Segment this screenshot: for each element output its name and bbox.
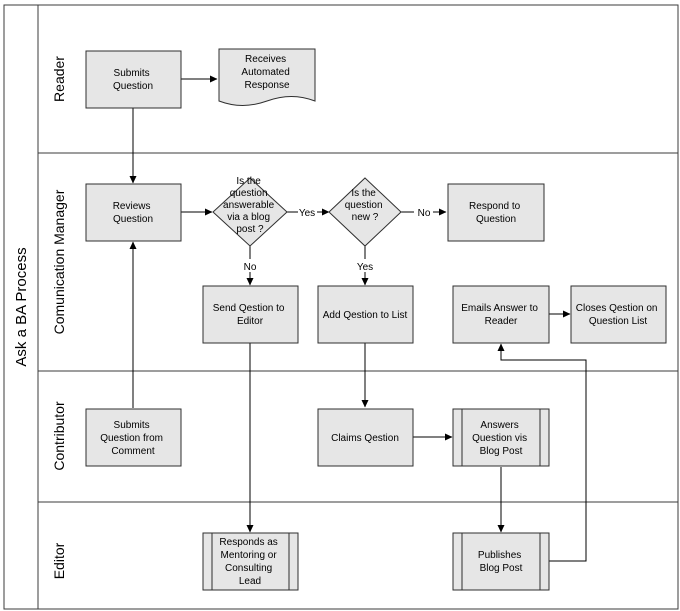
- label-line: Consulting: [225, 563, 272, 574]
- label-reviews-question: Reviews Question: [113, 201, 154, 225]
- swimlane-frame: [3, 4, 679, 610]
- label-line: answerable: [223, 200, 275, 211]
- label-line: Automated: [241, 67, 289, 78]
- node-submits-question: [85, 50, 182, 109]
- label-line: Reader: [485, 316, 518, 327]
- label-answers-question: Answers Question vis Blog Post: [472, 420, 530, 457]
- label-line: new ?: [352, 212, 379, 223]
- label-line: Reviews: [113, 201, 151, 212]
- lane-title-editor: Editor: [51, 542, 67, 579]
- pool-title: Ask a BA Process: [13, 247, 30, 366]
- node-decision-new: [328, 177, 402, 247]
- label-line: question: [230, 188, 268, 199]
- lane-title-contributor: Contributor: [51, 401, 67, 471]
- node-answers-question: [452, 408, 550, 467]
- edge-label-new-yes: Yes: [357, 262, 373, 273]
- edge-label-answerable-no: No: [244, 262, 257, 273]
- label-add-question-to-list: Add Qestion to List: [323, 310, 408, 321]
- label-line: Emails Answer to: [461, 303, 538, 314]
- label-line: Editor: [237, 316, 264, 327]
- label-line: Send Qestion to: [213, 303, 285, 314]
- edge-publishes-to-emails: [497, 343, 587, 562]
- label-decision-new: Is the question new ?: [345, 188, 386, 223]
- node-respond-to-question: [447, 183, 545, 242]
- label-respond-to-question: Respond to Question: [469, 201, 523, 225]
- edge-label-answerable-yes: Yes: [299, 208, 315, 219]
- node-send-question-to-editor: [202, 285, 299, 344]
- label-line: Responds as: [219, 537, 277, 548]
- label-line: Is the: [236, 176, 261, 187]
- label-receives-response: Receives Automated Response: [241, 54, 292, 91]
- label-line: Lead: [239, 576, 261, 587]
- node-reviews-question: [85, 183, 182, 242]
- lane-title-reader: Reader: [51, 56, 67, 102]
- label-line: Publishes: [478, 550, 521, 561]
- label-claims-question: Claims Qestion: [331, 433, 399, 444]
- label-line: question: [345, 200, 383, 211]
- label-line: Submits: [114, 68, 150, 79]
- label-line: Question List: [589, 316, 648, 327]
- label-line: Mentoring or: [221, 550, 278, 561]
- label-publishes-blog-post: Publishes Blog Post: [478, 550, 524, 574]
- label-submits-question: Submits Question: [113, 68, 153, 92]
- label-line: Blog Post: [480, 446, 523, 457]
- node-submits-from-comment: [85, 408, 182, 467]
- label-send-question-to-editor: Send Qestion to Editor: [213, 303, 288, 327]
- label-line: Blog Post: [480, 563, 523, 574]
- shapes: [85, 48, 667, 591]
- label-submits-from-comment: Submits Question from Comment: [100, 420, 166, 457]
- label-line: Is the: [351, 188, 376, 199]
- label-line: via a blog: [227, 212, 270, 223]
- node-responds-as-lead: [202, 532, 299, 591]
- lane-title-communication-manager: Comunication Manager: [51, 189, 67, 334]
- label-responds-as-lead: Responds as Mentoring or Consulting Lead: [219, 537, 280, 587]
- label-line: post ?: [236, 224, 264, 235]
- label-line: Comment: [111, 446, 155, 457]
- label-line: Question from: [100, 433, 163, 444]
- label-line: Question: [476, 214, 516, 225]
- node-receives-response: [218, 48, 316, 106]
- node-add-question-to-list: [317, 285, 414, 344]
- connectors: [129, 75, 587, 562]
- label-closes-question: Closes Qestion on Question List: [576, 303, 661, 327]
- label-decision-answerable: Is the question answerable via a blog po…: [223, 176, 277, 235]
- label-line: Submits: [114, 420, 150, 431]
- label-line: Answers: [480, 420, 518, 431]
- label-line: Receives: [245, 54, 286, 65]
- label-line: Question: [113, 214, 153, 225]
- node-publishes-blog-post: [452, 532, 550, 591]
- node-emails-answer: [452, 285, 550, 344]
- label-line: Response: [244, 80, 289, 91]
- label-line: Add Qestion to List: [323, 310, 408, 321]
- node-closes-question: [570, 285, 667, 344]
- label-emails-answer: Emails Answer to Reader: [461, 303, 540, 327]
- node-claims-question: [317, 408, 414, 467]
- label-line: Claims Qestion: [331, 433, 399, 444]
- edge-label-new-no: No: [418, 208, 431, 219]
- label-line: Question vis: [472, 433, 527, 444]
- label-line: Question: [113, 81, 153, 92]
- label-line: Closes Qestion on: [576, 303, 658, 314]
- label-line: Respond to: [469, 201, 521, 212]
- node-decision-answerable: [212, 177, 288, 247]
